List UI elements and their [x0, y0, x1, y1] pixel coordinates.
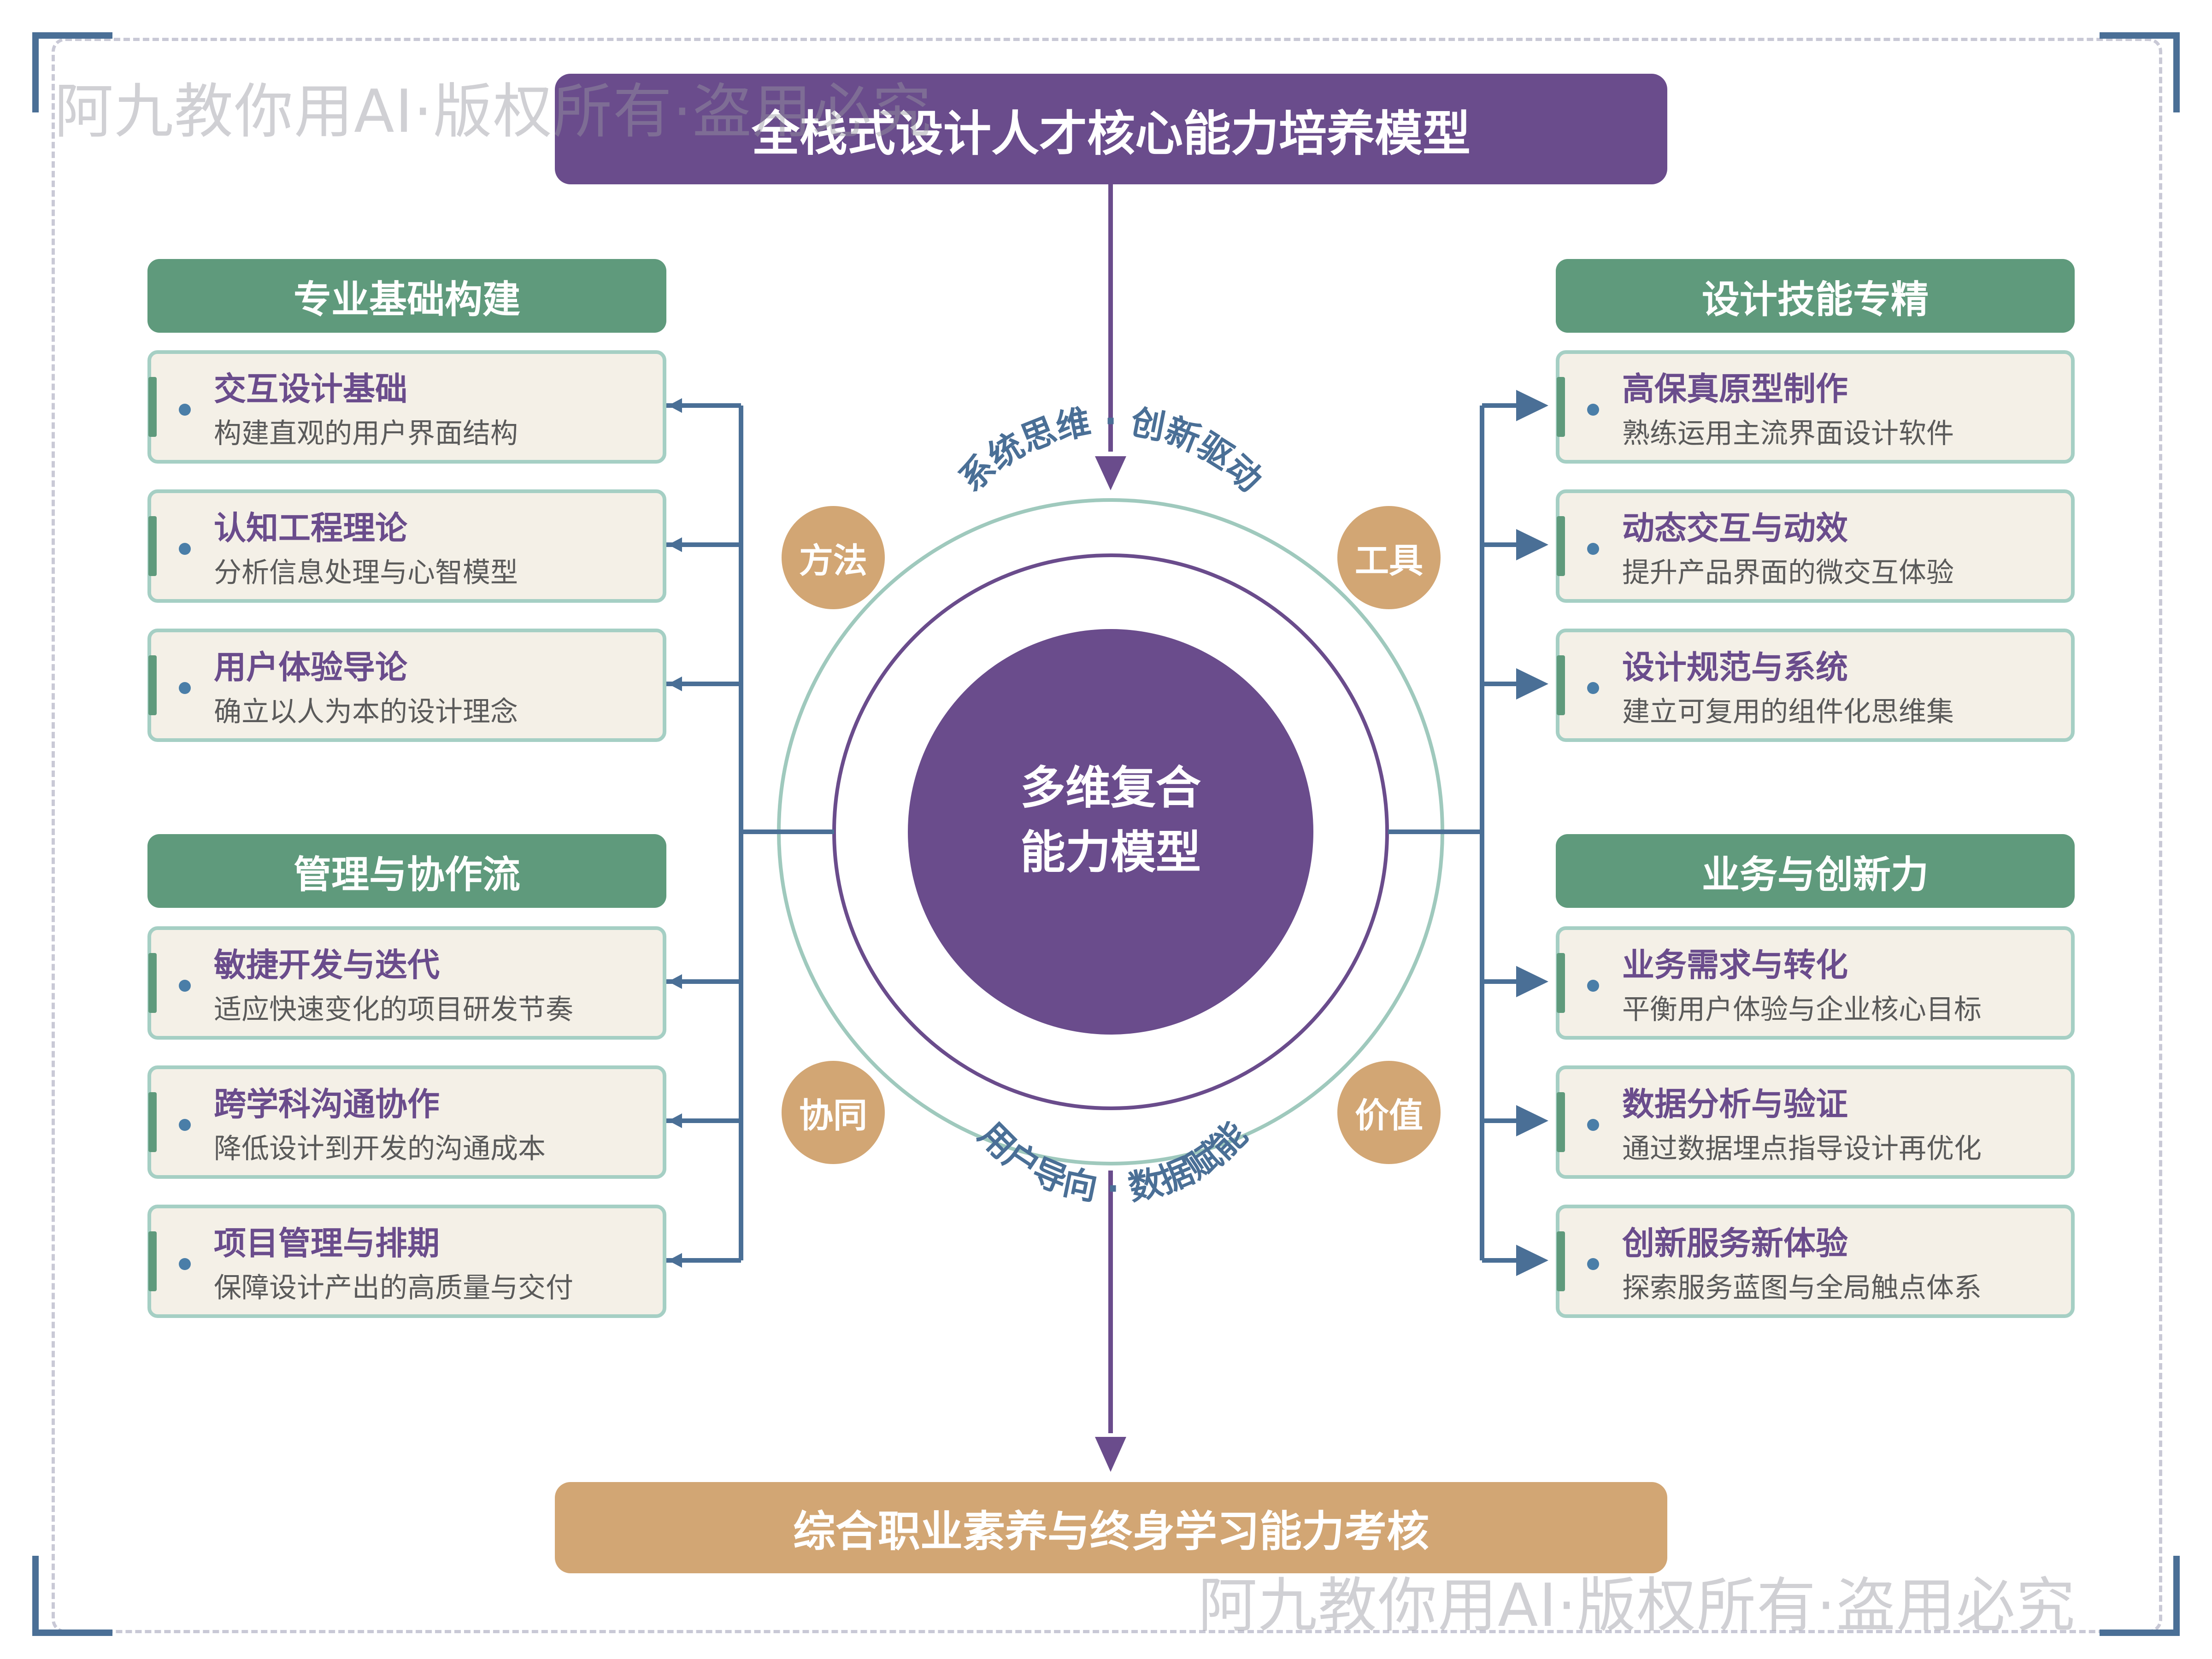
card-management-3: 项目管理与排期 保障设计产出的高质量与交付 [147, 1205, 666, 1318]
center-label-line-2: 能力模型 [1020, 826, 1201, 879]
card-accent-bar [1557, 377, 1565, 437]
card-title: 跨学科沟通协作 [214, 1085, 440, 1123]
bullet-dot [1587, 543, 1599, 555]
section-header-business: 业务与创新力 [1556, 834, 2075, 908]
card-business-2: 数据分析与验证 通过数据埋点指导设计再优化 [1556, 1065, 2075, 1179]
card-description: 提升产品界面的微交互体验 [1622, 557, 1954, 589]
card-title: 交互设计基础 [214, 370, 407, 408]
left-branch-4-head [668, 974, 682, 989]
card-accent-bar [148, 1092, 157, 1152]
card-accent-bar [148, 655, 157, 715]
bullet-dot [1587, 980, 1599, 992]
card-title: 数据分析与验证 [1622, 1085, 1848, 1123]
watermark-bottom: 阿九教你用AI·版权所有·盗用必究 [1198, 1571, 2076, 1640]
card-title: 项目管理与排期 [214, 1224, 440, 1262]
left-branch-6-head [668, 1253, 682, 1268]
bullet-dot [179, 543, 191, 555]
left-branch-2-head [668, 537, 682, 552]
card-design-skills-1: 高保真原型制作 熟练运用主流界面设计软件 [1556, 350, 2075, 464]
card-title: 设计规范与系统 [1622, 648, 1848, 686]
assessment-banner: 综合职业素养与终身学习能力考核 [555, 1482, 1667, 1573]
model-title: 全栈式设计人才核心能力培养模型 [555, 74, 1667, 184]
corner-bracket-bottom-right [2100, 1556, 2180, 1636]
card-title: 动态交互与动效 [1622, 509, 1848, 547]
card-title: 高保真原型制作 [1622, 370, 1848, 408]
bullet-dot [1587, 404, 1599, 416]
card-description: 降低设计到开发的沟通成本 [214, 1133, 546, 1165]
center-core [908, 629, 1313, 1035]
card-accent-bar [1557, 516, 1565, 576]
badge-value: 价值 [1337, 1061, 1441, 1164]
section-header-management: 管理与协作流 [147, 834, 666, 908]
card-accent-bar [1557, 655, 1565, 715]
watermark-top: 阿九教你用AI·版权所有·盗用必究 [54, 77, 932, 146]
right-branch-4-head [1516, 966, 1548, 997]
card-accent-bar [148, 953, 157, 1013]
ring-bottom-text: 用户导向 · 数据赋能 [971, 1115, 1255, 1209]
card-accent-bar [148, 516, 157, 576]
corner-bracket-bottom-left [32, 1556, 112, 1636]
card-design-skills-3: 设计规范与系统 建立可复用的组件化思维集 [1556, 629, 2075, 742]
bullet-dot [1587, 682, 1599, 694]
card-description: 探索服务蓝图与全局触点体系 [1622, 1272, 1982, 1304]
card-accent-bar [148, 377, 157, 437]
bullet-dot [1587, 1258, 1599, 1270]
card-title: 业务需求与转化 [1622, 946, 1848, 984]
card-accent-bar [1557, 953, 1565, 1013]
center-label-line-1: 多维复合 [1020, 762, 1201, 814]
card-title: 敏捷开发与迭代 [214, 946, 440, 984]
badge-collaboration: 协同 [782, 1061, 885, 1164]
corner-bracket-top-left [32, 32, 112, 112]
bullet-dot [179, 682, 191, 694]
bullet-dot [179, 980, 191, 992]
card-business-1: 业务需求与转化 平衡用户体验与企业核心目标 [1556, 926, 2075, 1040]
bullet-dot [1587, 1119, 1599, 1131]
bullet-dot [179, 404, 191, 416]
badge-method: 方法 [782, 506, 885, 609]
card-design-skills-2: 动态交互与动效 提升产品界面的微交互体验 [1556, 489, 2075, 603]
right-branch-2-head [1516, 529, 1548, 560]
card-description: 建立可复用的组件化思维集 [1622, 696, 1954, 728]
card-accent-bar [1557, 1231, 1565, 1291]
section-header-design-skills: 设计技能专精 [1556, 259, 2075, 333]
card-description: 熟练运用主流界面设计软件 [1622, 418, 1954, 450]
bullet-dot [179, 1119, 191, 1131]
card-description: 分析信息处理与心智模型 [214, 557, 518, 589]
card-business-3: 创新服务新体验 探索服务蓝图与全局触点体系 [1556, 1205, 2075, 1318]
right-branch-3-head [1516, 668, 1548, 700]
card-management-2: 跨学科沟通协作 降低设计到开发的沟通成本 [147, 1065, 666, 1179]
card-title: 创新服务新体验 [1622, 1224, 1848, 1262]
right-branch-5-head [1516, 1105, 1548, 1136]
arrow-head-down-2 [1095, 1437, 1126, 1472]
card-title: 认知工程理论 [214, 509, 407, 547]
center-label: 多维复合 能力模型 [1014, 756, 1207, 885]
card-accent-bar [1557, 1092, 1565, 1152]
right-branch-6-head [1516, 1245, 1548, 1276]
card-accent-bar [148, 1231, 157, 1291]
card-foundation-3: 用户体验导论 确立以人为本的设计理念 [147, 629, 666, 742]
card-description: 通过数据埋点指导设计再优化 [1622, 1133, 1982, 1165]
left-branch-3-head [668, 677, 682, 691]
card-title: 用户体验导论 [214, 648, 407, 686]
card-foundation-2: 认知工程理论 分析信息处理与心智模型 [147, 489, 666, 603]
right-branch-1-head [1516, 390, 1548, 421]
dashed-frame [52, 38, 2162, 1633]
card-description: 构建直观的用户界面结构 [214, 418, 518, 450]
left-branch-5-head [668, 1113, 682, 1128]
card-description: 平衡用户体验与企业核心目标 [1622, 994, 1982, 1026]
card-management-1: 敏捷开发与迭代 适应快速变化的项目研发节奏 [147, 926, 666, 1040]
corner-bracket-top-right [2100, 32, 2180, 112]
bullet-dot [179, 1258, 191, 1270]
section-header-foundation: 专业基础构建 [147, 259, 666, 333]
arrow-head-down-1 [1095, 456, 1126, 490]
card-description: 适应快速变化的项目研发节奏 [214, 994, 573, 1026]
card-description: 确立以人为本的设计理念 [214, 696, 518, 728]
left-branch-1-head [668, 398, 682, 413]
card-description: 保障设计产出的高质量与交付 [214, 1272, 573, 1304]
card-foundation-1: 交互设计基础 构建直观的用户界面结构 [147, 350, 666, 464]
badge-tools: 工具 [1337, 506, 1441, 609]
